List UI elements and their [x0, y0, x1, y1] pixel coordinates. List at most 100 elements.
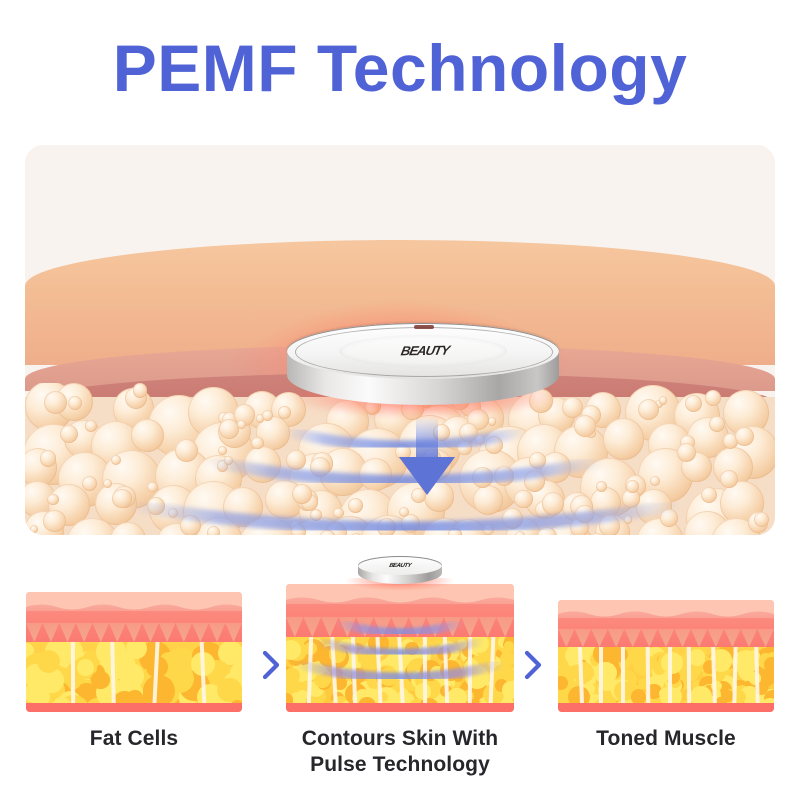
fat-cell — [685, 394, 703, 413]
fat-cell — [472, 484, 503, 515]
fat-cell — [39, 450, 57, 467]
fat-cell — [230, 662, 242, 685]
fat-cell — [286, 640, 301, 661]
fat-layer — [558, 647, 774, 704]
hero-illustration-panel: BEAUTY — [25, 145, 775, 535]
step-label-toned-muscle: Toned Muscle — [596, 727, 736, 750]
papilla — [607, 629, 625, 647]
fat-cell — [621, 489, 641, 508]
device-inner-disc — [339, 335, 507, 367]
fat-cell — [218, 446, 227, 455]
step-pemf-device: BEAUTY — [332, 556, 468, 604]
skin-diagram-contours-skin — [286, 584, 514, 712]
fat-cell — [418, 697, 440, 704]
fat-cell — [586, 532, 606, 535]
papilla — [657, 629, 675, 647]
fat-cell — [700, 486, 718, 504]
fat-cell — [558, 696, 576, 704]
fat-cell — [310, 508, 322, 521]
fat-cell — [218, 642, 242, 666]
fat-cell — [690, 685, 712, 704]
papilla — [225, 623, 242, 642]
fat-cell — [606, 647, 625, 664]
fat-cell — [414, 683, 432, 700]
fibrous-septum — [645, 647, 651, 704]
chevron-right-icon-2 — [520, 648, 546, 682]
fat-cell — [47, 493, 59, 506]
papilla — [75, 623, 93, 642]
fat-cell — [655, 399, 664, 409]
step-label-line-1: Contours Skin With — [301, 727, 499, 750]
fat-cell — [558, 675, 568, 690]
fat-cell — [637, 398, 660, 421]
papilla — [42, 623, 60, 642]
fat-cell — [715, 696, 728, 704]
papilla — [125, 623, 143, 642]
papilla — [142, 623, 159, 642]
step-contours-skin: BEAUTY Contours Skin With Pulse Technolo… — [274, 548, 526, 777]
fat-cell — [44, 390, 68, 414]
fat-cell — [147, 481, 158, 493]
fat-cell — [692, 679, 705, 692]
fat-cell — [630, 689, 647, 704]
papilla — [674, 629, 691, 647]
fat-cell — [399, 506, 410, 517]
fat-cell — [286, 669, 299, 693]
step-label-fat-cells: Fat Cells — [89, 727, 179, 750]
papilla — [158, 623, 176, 642]
papilla — [59, 623, 76, 642]
fat-cell — [286, 695, 293, 704]
fibrous-septum — [753, 647, 760, 704]
fibrous-septum — [668, 647, 673, 704]
fat-cell — [230, 700, 242, 704]
fat-cell — [763, 690, 774, 704]
step-fat-cells: Fat Cells — [14, 548, 254, 752]
skin-surface-wave — [26, 592, 242, 610]
papilla — [641, 629, 658, 647]
fat-cell — [66, 517, 119, 535]
fat-cell — [333, 507, 345, 519]
fat-cell — [43, 509, 66, 533]
energy-arrow-head — [399, 457, 455, 495]
fat-cell — [110, 455, 122, 466]
papilla — [92, 623, 110, 642]
fat-cell — [503, 640, 514, 652]
fat-cell — [626, 480, 639, 493]
dermal-papillae — [26, 623, 242, 642]
fat-cell — [125, 642, 147, 659]
fat-cell — [658, 396, 668, 405]
fibrous-septum — [71, 642, 76, 704]
fibrous-septum — [621, 647, 626, 704]
skin-surface-wave — [558, 600, 774, 617]
pulse-waves — [290, 617, 510, 683]
pemf-device: BEAUTY — [249, 323, 597, 443]
fat-cell — [410, 698, 423, 704]
fat-cell — [637, 677, 650, 690]
fat-cell — [536, 526, 558, 535]
fat-cell — [206, 525, 220, 535]
step-label-line-2: Pulse Technology — [310, 752, 490, 776]
fat-cell — [739, 665, 751, 677]
fat-cell — [77, 659, 94, 676]
fat-cell — [131, 419, 164, 452]
fat-cell — [109, 522, 146, 535]
papilla — [175, 623, 193, 642]
fat-cell — [68, 395, 83, 410]
fat-cell — [291, 483, 313, 505]
fat-cell — [26, 642, 34, 659]
step-device-logo: BEAUTY — [388, 563, 412, 569]
papilla — [757, 629, 774, 647]
fat-cell — [143, 674, 176, 704]
muscle-base-layer — [558, 703, 774, 712]
fat-cell — [103, 479, 113, 489]
fat-cell — [595, 480, 608, 493]
papilla — [109, 623, 126, 642]
muscle-base-layer — [26, 703, 242, 712]
fat-layer — [26, 642, 242, 704]
page-title: PEMF Technology — [112, 31, 688, 105]
fat-cell — [572, 661, 594, 683]
fat-cell — [502, 680, 514, 699]
fat-cell — [447, 687, 467, 704]
papilla — [740, 629, 758, 647]
